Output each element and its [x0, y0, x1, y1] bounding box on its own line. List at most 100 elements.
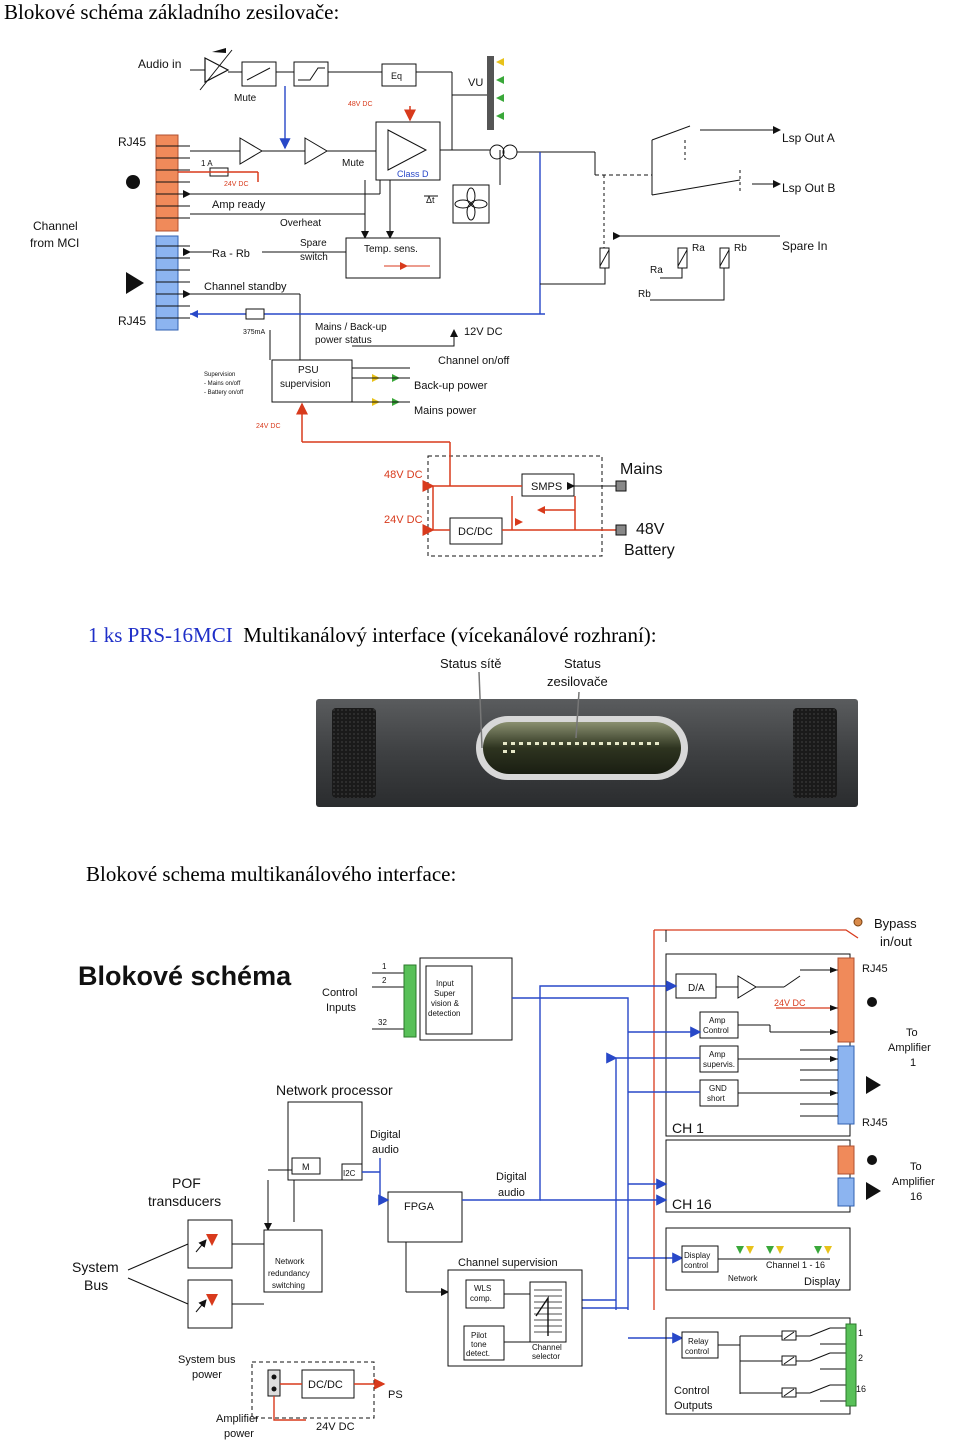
status-display-window: [483, 722, 681, 774]
mci-block-diagram: Blokové schéma Control Inputs 1 2 32 Inp…: [72, 916, 935, 1440]
amp-status-pointer: [575, 691, 580, 739]
amp-supervis-label-1: Amp: [709, 1050, 726, 1059]
supervision-note-1: Supervision: [204, 372, 235, 378]
mains-terminal: [615, 480, 627, 492]
24v-dc-b-label: 24V DC: [256, 423, 281, 430]
fpga-block: [387, 1191, 463, 1243]
pof-diode-icon-2: [206, 1294, 218, 1306]
rj45-bottom-connector: [155, 235, 179, 331]
wls-comp-block: [465, 1279, 505, 1309]
relay-control-label-2: control: [685, 1347, 709, 1356]
rj45-top-label: RJ45: [118, 135, 146, 149]
pof-label-1: POF: [172, 1175, 201, 1191]
bypass-terminal: [853, 917, 863, 927]
display-section-block: [665, 1227, 851, 1291]
net-red-label-2: redundancy: [268, 1269, 310, 1278]
input-sup-label-1: Input: [436, 979, 455, 988]
psu-label-1: PSU: [298, 365, 319, 376]
12v-dc-label: 12V DC: [464, 326, 503, 338]
overheat-label: Overheat: [280, 218, 321, 229]
amp-supervision-block: [699, 1045, 739, 1073]
ch1-rj45-bottom: [837, 1045, 855, 1125]
ra-label-2: Ra: [650, 265, 663, 276]
channel-1-16-label: Channel 1 - 16: [766, 1260, 825, 1270]
play-triangle-icon: [126, 272, 144, 294]
control-outputs-label-1: Control: [674, 1385, 709, 1397]
to-amp16-label-3: 16: [910, 1191, 922, 1203]
pilot-label-1: Pilot: [471, 1331, 487, 1340]
power-status-leds: [372, 374, 400, 406]
output-16-label: 16: [856, 1384, 866, 1394]
class-d-amp-triangle: [387, 129, 428, 171]
amp-control-label-1: Amp: [709, 1016, 726, 1025]
ra-label-1: Ra: [692, 243, 705, 254]
spare-switch-label-2: switch: [300, 252, 328, 263]
system-bus-label-1: System: [72, 1259, 119, 1275]
bypass-label-2: in/out: [880, 934, 912, 949]
ch16-status-dot-icon: [867, 1155, 877, 1165]
control-input-connector: [403, 964, 417, 1038]
pilot-label-2: tone: [471, 1340, 487, 1349]
fuse-label: 1 A: [201, 159, 213, 168]
ch1-rj45-top: [837, 957, 855, 1043]
ra-rb-label: Ra - Rb: [212, 248, 250, 260]
battery-terminal: [615, 524, 627, 536]
battery-label-1: 48V: [636, 521, 665, 538]
display-label: Display: [804, 1276, 841, 1288]
input-2-label: 2: [382, 976, 387, 985]
amp-supervis-label-2: supervis.: [703, 1060, 735, 1069]
net-red-label-1: Network: [275, 1257, 305, 1266]
spare-in-label: Spare In: [782, 239, 827, 253]
24v-dc-c-label: 24V DC: [384, 514, 423, 526]
bypass-label-1: Bypass: [874, 916, 917, 931]
mute-label-2: Mute: [342, 158, 365, 169]
to-amp1-label-2: Amplifier: [888, 1042, 931, 1054]
gnd-short-label-2: short: [707, 1094, 726, 1103]
wls-label-1: WLS: [474, 1284, 491, 1293]
power-supply-dashed-box: [427, 455, 603, 557]
digital-audio-1-label-1: Digital: [370, 1129, 401, 1141]
to-amp16-label-2: Amplifier: [892, 1176, 935, 1188]
status-dot-icon: [126, 175, 140, 189]
fpga-label: FPGA: [404, 1201, 435, 1213]
rb-label-2: Rb: [638, 289, 651, 300]
digital-audio-2-label-1: Digital: [496, 1171, 527, 1183]
smps-label: SMPS: [531, 481, 562, 493]
channel-standby-label: Channel standby: [204, 281, 287, 293]
mains-power-label: Mains power: [414, 405, 477, 417]
display-control-block: [681, 1245, 719, 1273]
amp-status-label-2: zesilovače: [547, 674, 608, 689]
control-inputs-label-2: Inputs: [326, 1002, 356, 1014]
rj45-b-label: RJ45: [862, 1117, 888, 1129]
channel-from-mci-label-1: Channel: [33, 219, 78, 233]
relay-control-label-1: Relay: [688, 1337, 708, 1346]
left-vent-grille: [332, 708, 376, 798]
ch1-pin-arrows: [830, 967, 838, 1096]
input-32-label: 32: [378, 1018, 387, 1027]
ch16-label: CH 16: [672, 1196, 712, 1212]
digital-audio-1-label-2: audio: [372, 1144, 399, 1156]
to-amp1-label-1: To: [906, 1027, 918, 1039]
da-label: D/A: [688, 983, 705, 994]
mci-dcdc-label: DC/DC: [308, 1379, 343, 1391]
output-1-label: 1: [858, 1328, 863, 1338]
amp-control-block: [699, 1011, 739, 1039]
24v-dc-label: 24V DC: [774, 998, 806, 1008]
mains-backup-label-2: power status: [315, 335, 372, 346]
eq-block: [381, 63, 417, 87]
mci-description: Multikanálový interface (vícekanálové ro…: [243, 623, 657, 647]
ch1-block: [665, 953, 851, 1137]
channel-onoff-label: Channel on/off: [438, 355, 510, 367]
psu-label-2: supervision: [280, 379, 331, 390]
375ma-label: 375mA: [243, 329, 266, 336]
ch16-block: [665, 1139, 851, 1213]
to-amp1-label-3: 1: [910, 1057, 916, 1069]
gain-adjust-arrow: [199, 49, 233, 91]
wls-label-2: comp.: [470, 1294, 492, 1303]
control-output-connector: [845, 1323, 857, 1407]
ch16-rj45-bottom: [837, 1177, 855, 1207]
amp-status-label-1: Status: [564, 656, 601, 671]
lsp-out-b-label: Lsp Out B: [782, 181, 835, 195]
audio-in-label: Audio in: [138, 57, 181, 71]
